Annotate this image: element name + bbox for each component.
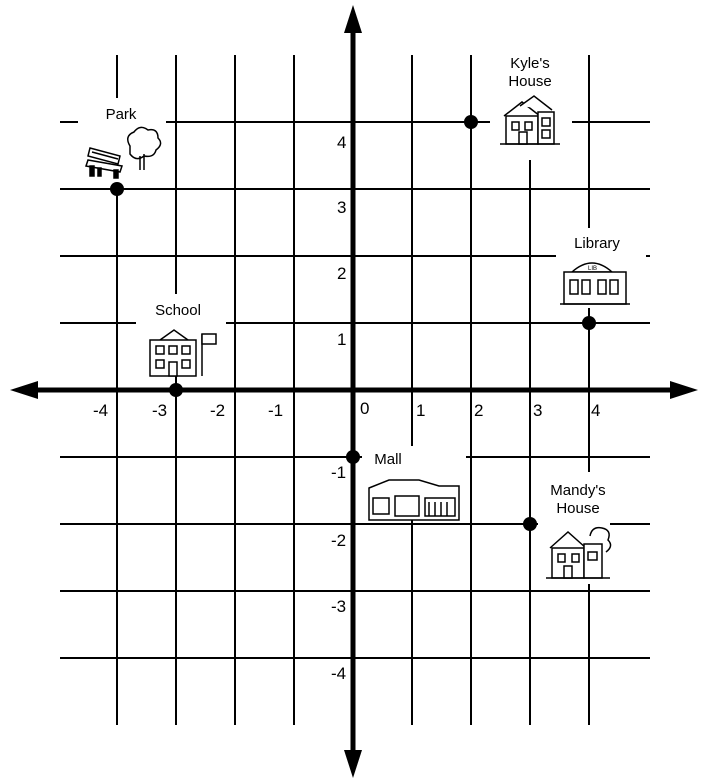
park-label-line: Park (106, 106, 137, 123)
y-tick-label-neg2: -2 (331, 531, 346, 550)
park-label: Park (106, 106, 137, 123)
mandys-house-point (523, 517, 537, 531)
x-tick-label-neg2: -2 (210, 401, 225, 420)
y-tick-label-1: 1 (337, 330, 346, 349)
mall-icon (369, 480, 459, 520)
x-tick-label-neg3: -3 (152, 401, 167, 420)
mandys-house-label-line: House (556, 500, 599, 517)
library-point (582, 316, 596, 330)
x-tick-label-neg1: -1 (268, 401, 283, 420)
kyles-house-label-line: Kyle's (510, 55, 550, 72)
school-point (169, 383, 183, 397)
park-point (110, 182, 124, 196)
x-tick-label-3: 3 (533, 401, 542, 420)
x-axis-left-arrow (10, 381, 38, 399)
x-axis-right-arrow (670, 381, 698, 399)
x-tick-label-4: 4 (591, 401, 600, 420)
y-axis-top-arrow (344, 5, 362, 33)
x-tick-label-0: 0 (360, 399, 369, 418)
y-tick-label-3: 3 (337, 198, 346, 217)
mandys-house-label-line: Mandy's (550, 482, 605, 499)
kyles-house-point (464, 115, 478, 129)
school-label-line: School (155, 302, 201, 319)
tick-labels: -4 -3 -2 -1 0 1 2 3 4 4 3 2 1 -1 -2 -3 -… (93, 133, 600, 683)
y-axis-bottom-arrow (344, 750, 362, 778)
school-label: School (155, 302, 201, 319)
y-tick-label-2: 2 (337, 264, 346, 283)
y-tick-label-neg4: -4 (331, 664, 346, 683)
mall-point (346, 450, 360, 464)
y-tick-label-neg3: -3 (331, 597, 346, 616)
y-tick-label-4: 4 (337, 133, 346, 152)
kyles-house-label-line: House (508, 73, 551, 90)
x-tick-label-neg4: -4 (93, 401, 108, 420)
mall-label: Mall (374, 451, 402, 468)
library-label-line: Library (574, 235, 620, 252)
x-tick-label-1: 1 (416, 401, 425, 420)
x-tick-label-2: 2 (474, 401, 483, 420)
y-tick-label-neg1: -1 (331, 463, 346, 482)
library-label: Library (574, 235, 620, 252)
mall-label-line: Mall (374, 451, 402, 468)
svg-text:LIB: LIB (588, 266, 597, 272)
